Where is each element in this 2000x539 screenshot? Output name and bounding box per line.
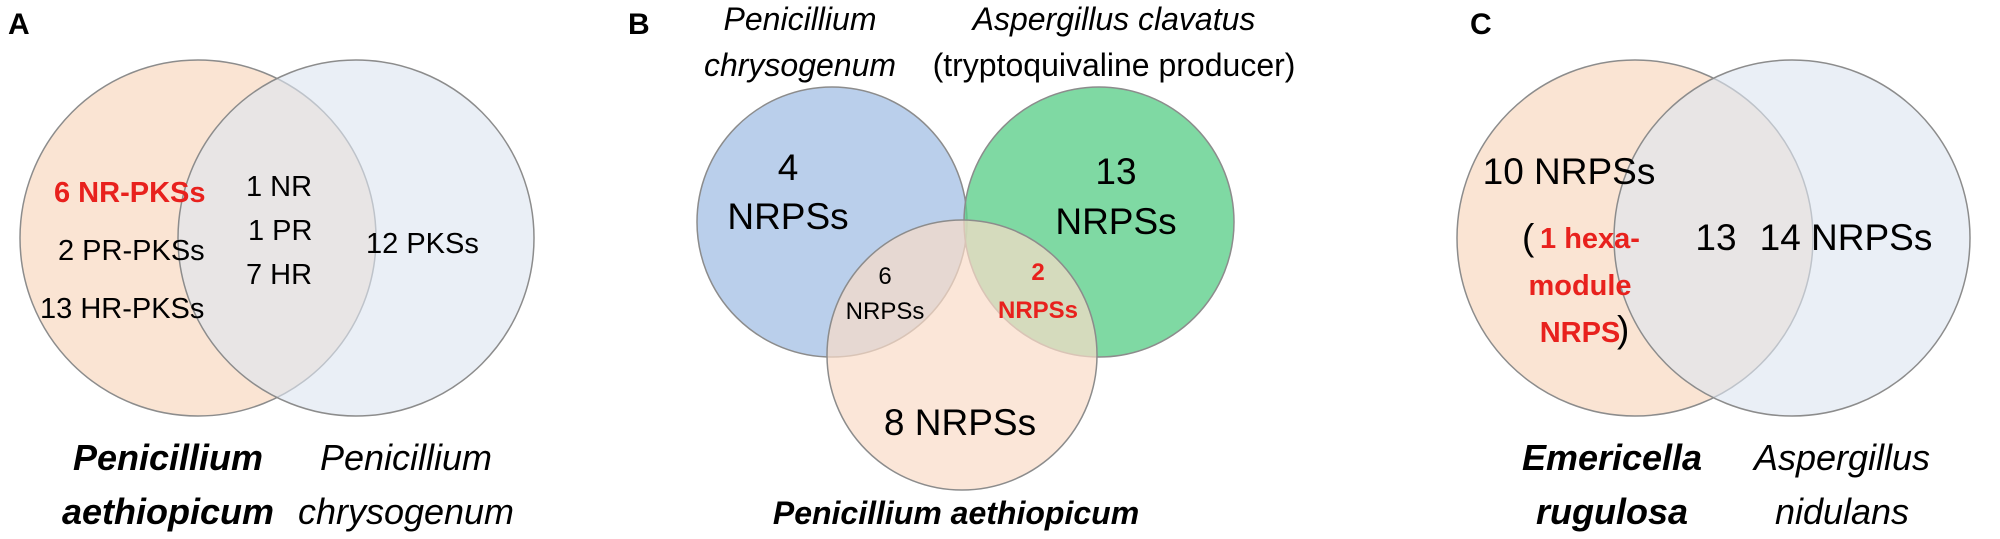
panel-c-note-line3: NRPS: [1540, 317, 1621, 349]
panel-b-label-clavatus-note: (tryptoquivaline producer): [933, 47, 1296, 83]
panel-c-letter: C: [1470, 8, 1492, 41]
panel-b-label-aethiopicum: Penicillium aethiopicum: [773, 495, 1139, 531]
panel-b-clavatus-aethiopicum-unit: NRPSs: [998, 297, 1078, 324]
panel-b-label-clavatus: Aspergillus clavatus: [971, 1, 1256, 37]
panel-a-overlap-hr: 7 HR: [246, 259, 312, 291]
panel-b-circle-aethiopicum: [826, 219, 1098, 491]
panel-b-clavatus-only-unit: NRPSs: [1055, 201, 1176, 242]
panel-a: A 6 NR-PKSs 2 PR-PKSs 13 HR-PKSs 1 NR 1 …: [8, 8, 535, 532]
panel-c-label-nidulans-species: nidulans: [1775, 491, 1909, 532]
panel-c-nidulans-only-count: 14 NRPSs: [1760, 217, 1933, 258]
panel-b-chrysogenum-aethiopicum-count: 6: [878, 263, 891, 290]
panel-c-note-line1: 1 hexa-: [1540, 223, 1640, 255]
panel-a-chrysogenum-pks-count: 12 PKSs: [366, 228, 479, 260]
panel-a-letter: A: [8, 8, 30, 41]
panel-c-overlap-count: 13: [1695, 217, 1736, 258]
panel-b-label-chrysogenum-genus: Penicillium: [724, 1, 877, 37]
panel-a-label-aethiopicum-genus: Penicillium: [73, 437, 263, 478]
panel-b-letter: B: [628, 8, 650, 41]
panel-b-chrysogenum-only-count: 4: [778, 147, 799, 188]
panel-c-note-open-paren: (: [1522, 217, 1535, 258]
panel-b-clavatus-aethiopicum-count: 2: [1031, 259, 1044, 286]
panel-c-circle-nidulans: [1613, 59, 1971, 417]
panel-b-label-chrysogenum-species: chrysogenum: [704, 47, 896, 83]
panel-a-label-aethiopicum-species: aethiopicum: [62, 491, 274, 532]
panel-a-label-chrysogenum-species: chrysogenum: [298, 491, 514, 532]
panel-c-label-nidulans-genus: Aspergillus: [1752, 437, 1930, 478]
panel-b-aethiopicum-only-count: 8 NRPSs: [884, 402, 1036, 443]
panel-c-note-line2: module: [1528, 270, 1631, 302]
panel-a-overlap-pr: 1 PR: [248, 215, 312, 247]
panel-b-chrysogenum-only-unit: NRPSs: [727, 196, 848, 237]
panel-c-note-close-paren: ): [1617, 309, 1629, 350]
panel-c-rugulosa-only-count: 10 NRPSs: [1483, 151, 1656, 192]
panel-b-clavatus-only-count: 13: [1095, 151, 1136, 192]
panel-b-chrysogenum-aethiopicum-unit: NRPSs: [846, 298, 925, 325]
panel-c-label-rugulosa-species: rugulosa: [1536, 491, 1688, 532]
panel-c-label-rugulosa-genus: Emericella: [1522, 437, 1702, 478]
panel-b: B Penicillium chrysogenum Aspergillus cl…: [628, 1, 1295, 531]
panel-a-pr-pks-count: 2 PR-PKSs: [58, 235, 205, 267]
panel-a-circle-chrysogenum: [177, 59, 535, 417]
panel-a-label-chrysogenum-genus: Penicillium: [320, 437, 492, 478]
panel-a-hr-pks-count: 13 HR-PKSs: [40, 293, 204, 325]
panel-c: C 10 NRPSs ( 1 hexa- module NRPS ) 13 14…: [1456, 8, 1971, 532]
panel-a-overlap-nr: 1 NR: [246, 171, 312, 203]
panel-a-nr-pks-count: 6 NR-PKSs: [54, 177, 206, 209]
